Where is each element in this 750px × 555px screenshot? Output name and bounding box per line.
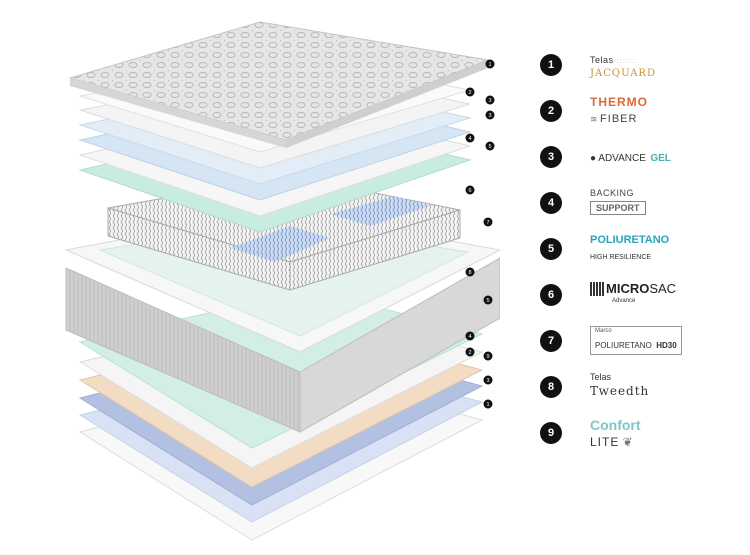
callout-marker-top-2 — [485, 95, 495, 105]
legend-number: 8 — [540, 376, 562, 398]
callout-marker-bottom-2 — [483, 351, 493, 361]
callout-label-top-1: 2 — [468, 90, 471, 96]
legend-item-3: 3 ● ADVANCE GEL — [540, 136, 740, 176]
legend-number: 7 — [540, 330, 562, 352]
legend-number: 1 — [540, 54, 562, 76]
callout-label-bottom-2: 9 — [486, 354, 489, 360]
legend-item-8: 8 Telas Tweedth — [540, 366, 740, 406]
logo-telas-tweedth: Telas Tweedth — [590, 372, 650, 398]
logo-thermo-fiber: THERMO ≋ FIBER — [590, 95, 648, 126]
legend-item-9: 9 Confort LITE ❦ — [540, 412, 740, 452]
callout-label-bottom-1: 2 — [468, 350, 471, 356]
callout-label-top-7: 7 — [486, 220, 489, 226]
jacquard-quilted-edge-right — [286, 60, 488, 148]
wifi-icon: ≋ — [590, 114, 601, 124]
legend-number: 6 — [540, 284, 562, 306]
callout-marker-top-8 — [465, 267, 475, 277]
legend-item-2: 2 THERMO ≋ FIBER — [540, 90, 740, 130]
callout-label-top-9: 5 — [486, 298, 489, 304]
callout-marker-top-7 — [483, 217, 493, 227]
logo-backing-support: BACKING SUPPORT — [590, 188, 740, 220]
legend-number: 5 — [540, 238, 562, 260]
pocket-springs-blue-zone-2 — [330, 196, 430, 226]
core-knit-side-right — [299, 257, 500, 433]
logo-microsac: MICROSAC Advance — [590, 280, 740, 312]
jacquard-quilted-edge — [70, 78, 286, 148]
legend-item-6: 6 MICROSAC Advance — [540, 274, 740, 314]
callout-marker-top-0 — [485, 59, 495, 69]
callout-label-top-8: 8 — [468, 270, 471, 276]
callout-marker-top-6 — [465, 185, 475, 195]
callout-label-top-3: 3 — [488, 113, 491, 119]
callout-marker-bottom-1 — [465, 347, 475, 357]
callout-marker-top-1 — [465, 87, 475, 97]
callout-marker-top-9 — [483, 295, 493, 305]
callout-label-bottom-4: 1 — [486, 402, 489, 408]
pocket-springs-right — [289, 209, 461, 291]
microsac-icon — [590, 281, 604, 296]
dots-decoration: ::::::: — [613, 58, 638, 65]
legend-item-4: 4 BACKING SUPPORT — [540, 182, 740, 222]
callout-label-top-5: 5 — [488, 144, 491, 150]
mattress-layers-diagram: 1 2 3 3 4 5 6 7 8 5 4 2 9 3 1 — [64, 21, 500, 541]
callout-marker-bottom-3 — [483, 375, 493, 385]
callout-label-top-6: 6 — [468, 188, 471, 194]
logo-advance-gel: ● ADVANCE GEL — [590, 153, 671, 164]
legend-number: 9 — [540, 422, 562, 444]
legend-number: 3 — [540, 146, 562, 168]
callout-marker-top-5 — [485, 141, 495, 151]
callout-label-top-4: 4 — [468, 136, 471, 142]
callout-label-bottom-3: 3 — [486, 378, 489, 384]
legend-item-1: 1 Telas ::::::: JACQUARD — [540, 44, 740, 84]
logo-confort-lite: Confort LITE ❦ — [590, 417, 641, 450]
legend-item-5: 5 POLIURETANO HIGH RESILIENCE — [540, 228, 740, 268]
logo-telas-jacquard: Telas ::::::: JACQUARD — [590, 55, 656, 79]
callout-marker-top-4 — [465, 133, 475, 143]
legend-item-7: 7 Marco POLIURETANO HD30 — [540, 320, 740, 360]
callout-label-bottom-0: 4 — [468, 334, 471, 340]
legend-number: 2 — [540, 100, 562, 122]
leaf-icon: ❦ — [619, 435, 633, 449]
callout-marker-bottom-4 — [483, 399, 493, 409]
callout-marker-bottom-0 — [465, 331, 475, 341]
logo-poliuretano-hr: POLIURETANO HIGH RESILIENCE — [590, 234, 670, 261]
callout-label-top-2: 3 — [488, 98, 491, 104]
callout-markers: 1 2 3 3 4 5 6 7 8 5 4 2 9 3 1 — [465, 59, 495, 409]
drop-icon: ● — [590, 153, 599, 164]
callout-label-top-0: 1 — [488, 62, 491, 68]
pocket-springs-blue-zone — [230, 226, 330, 262]
logo-marco-hd30: Marco POLIURETANO HD30 — [590, 326, 740, 358]
legend-number: 4 — [540, 192, 562, 214]
callout-marker-top-3 — [485, 110, 495, 120]
